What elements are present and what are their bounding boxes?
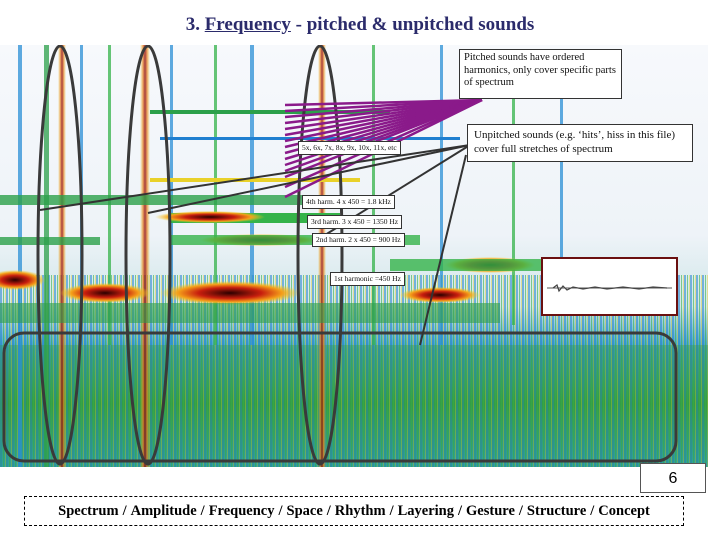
page-number: 6 — [640, 463, 706, 493]
topic-navigation-bar: Spectrum/Amplitude/Frequency/Space/Rhyth… — [24, 496, 684, 526]
slide-title: 3. Frequency - pitched & unpitched sound… — [0, 14, 720, 36]
second-harmonic-label: 2nd harm. 2 x 450 = 900 Hz — [312, 233, 405, 247]
spectrogram-image — [0, 45, 708, 467]
title-frequency-link[interactable]: Frequency — [204, 14, 291, 35]
nav-item-layering[interactable]: Layering — [397, 503, 454, 519]
title-number: 3. — [185, 14, 200, 35]
third-harmonic-label: 3rd harm. 3 x 450 = 1350 Hz — [307, 215, 403, 229]
nav-item-spectrum[interactable]: Spectrum — [58, 503, 119, 519]
pitched-sounds-callout: Pitched sounds have ordered harmonics, o… — [459, 49, 622, 99]
upper-harmonics-label: 5x, 6x, 7x, 8x, 9x, 10x, 11x, etc — [298, 141, 401, 155]
fourth-harmonic-label: 4th harm. 4 x 450 = 1.8 kHz — [302, 195, 395, 209]
title-rest: - pitched & unpitched sounds — [295, 14, 535, 35]
nav-item-rhythm[interactable]: Rhythm — [334, 503, 386, 519]
circle-highlights — [2, 45, 678, 466]
nav-item-amplitude[interactable]: Amplitude — [130, 503, 197, 519]
waveform-inset — [541, 257, 678, 316]
first-harmonic-label: 1st harmonic =450 Hz — [330, 272, 405, 286]
nav-item-gesture[interactable]: Gesture — [466, 503, 515, 519]
unpitched-sounds-callout: Unpitched sounds (e.g. ‘hits’, hiss in t… — [467, 124, 693, 162]
nav-item-space[interactable]: Space — [286, 503, 323, 519]
nav-item-concept[interactable]: Concept — [598, 503, 650, 519]
waveform-icon — [547, 284, 672, 293]
harmonic-bands — [0, 110, 560, 323]
nav-item-frequency[interactable]: Frequency — [208, 503, 275, 519]
nav-item-structure[interactable]: Structure — [526, 503, 587, 519]
